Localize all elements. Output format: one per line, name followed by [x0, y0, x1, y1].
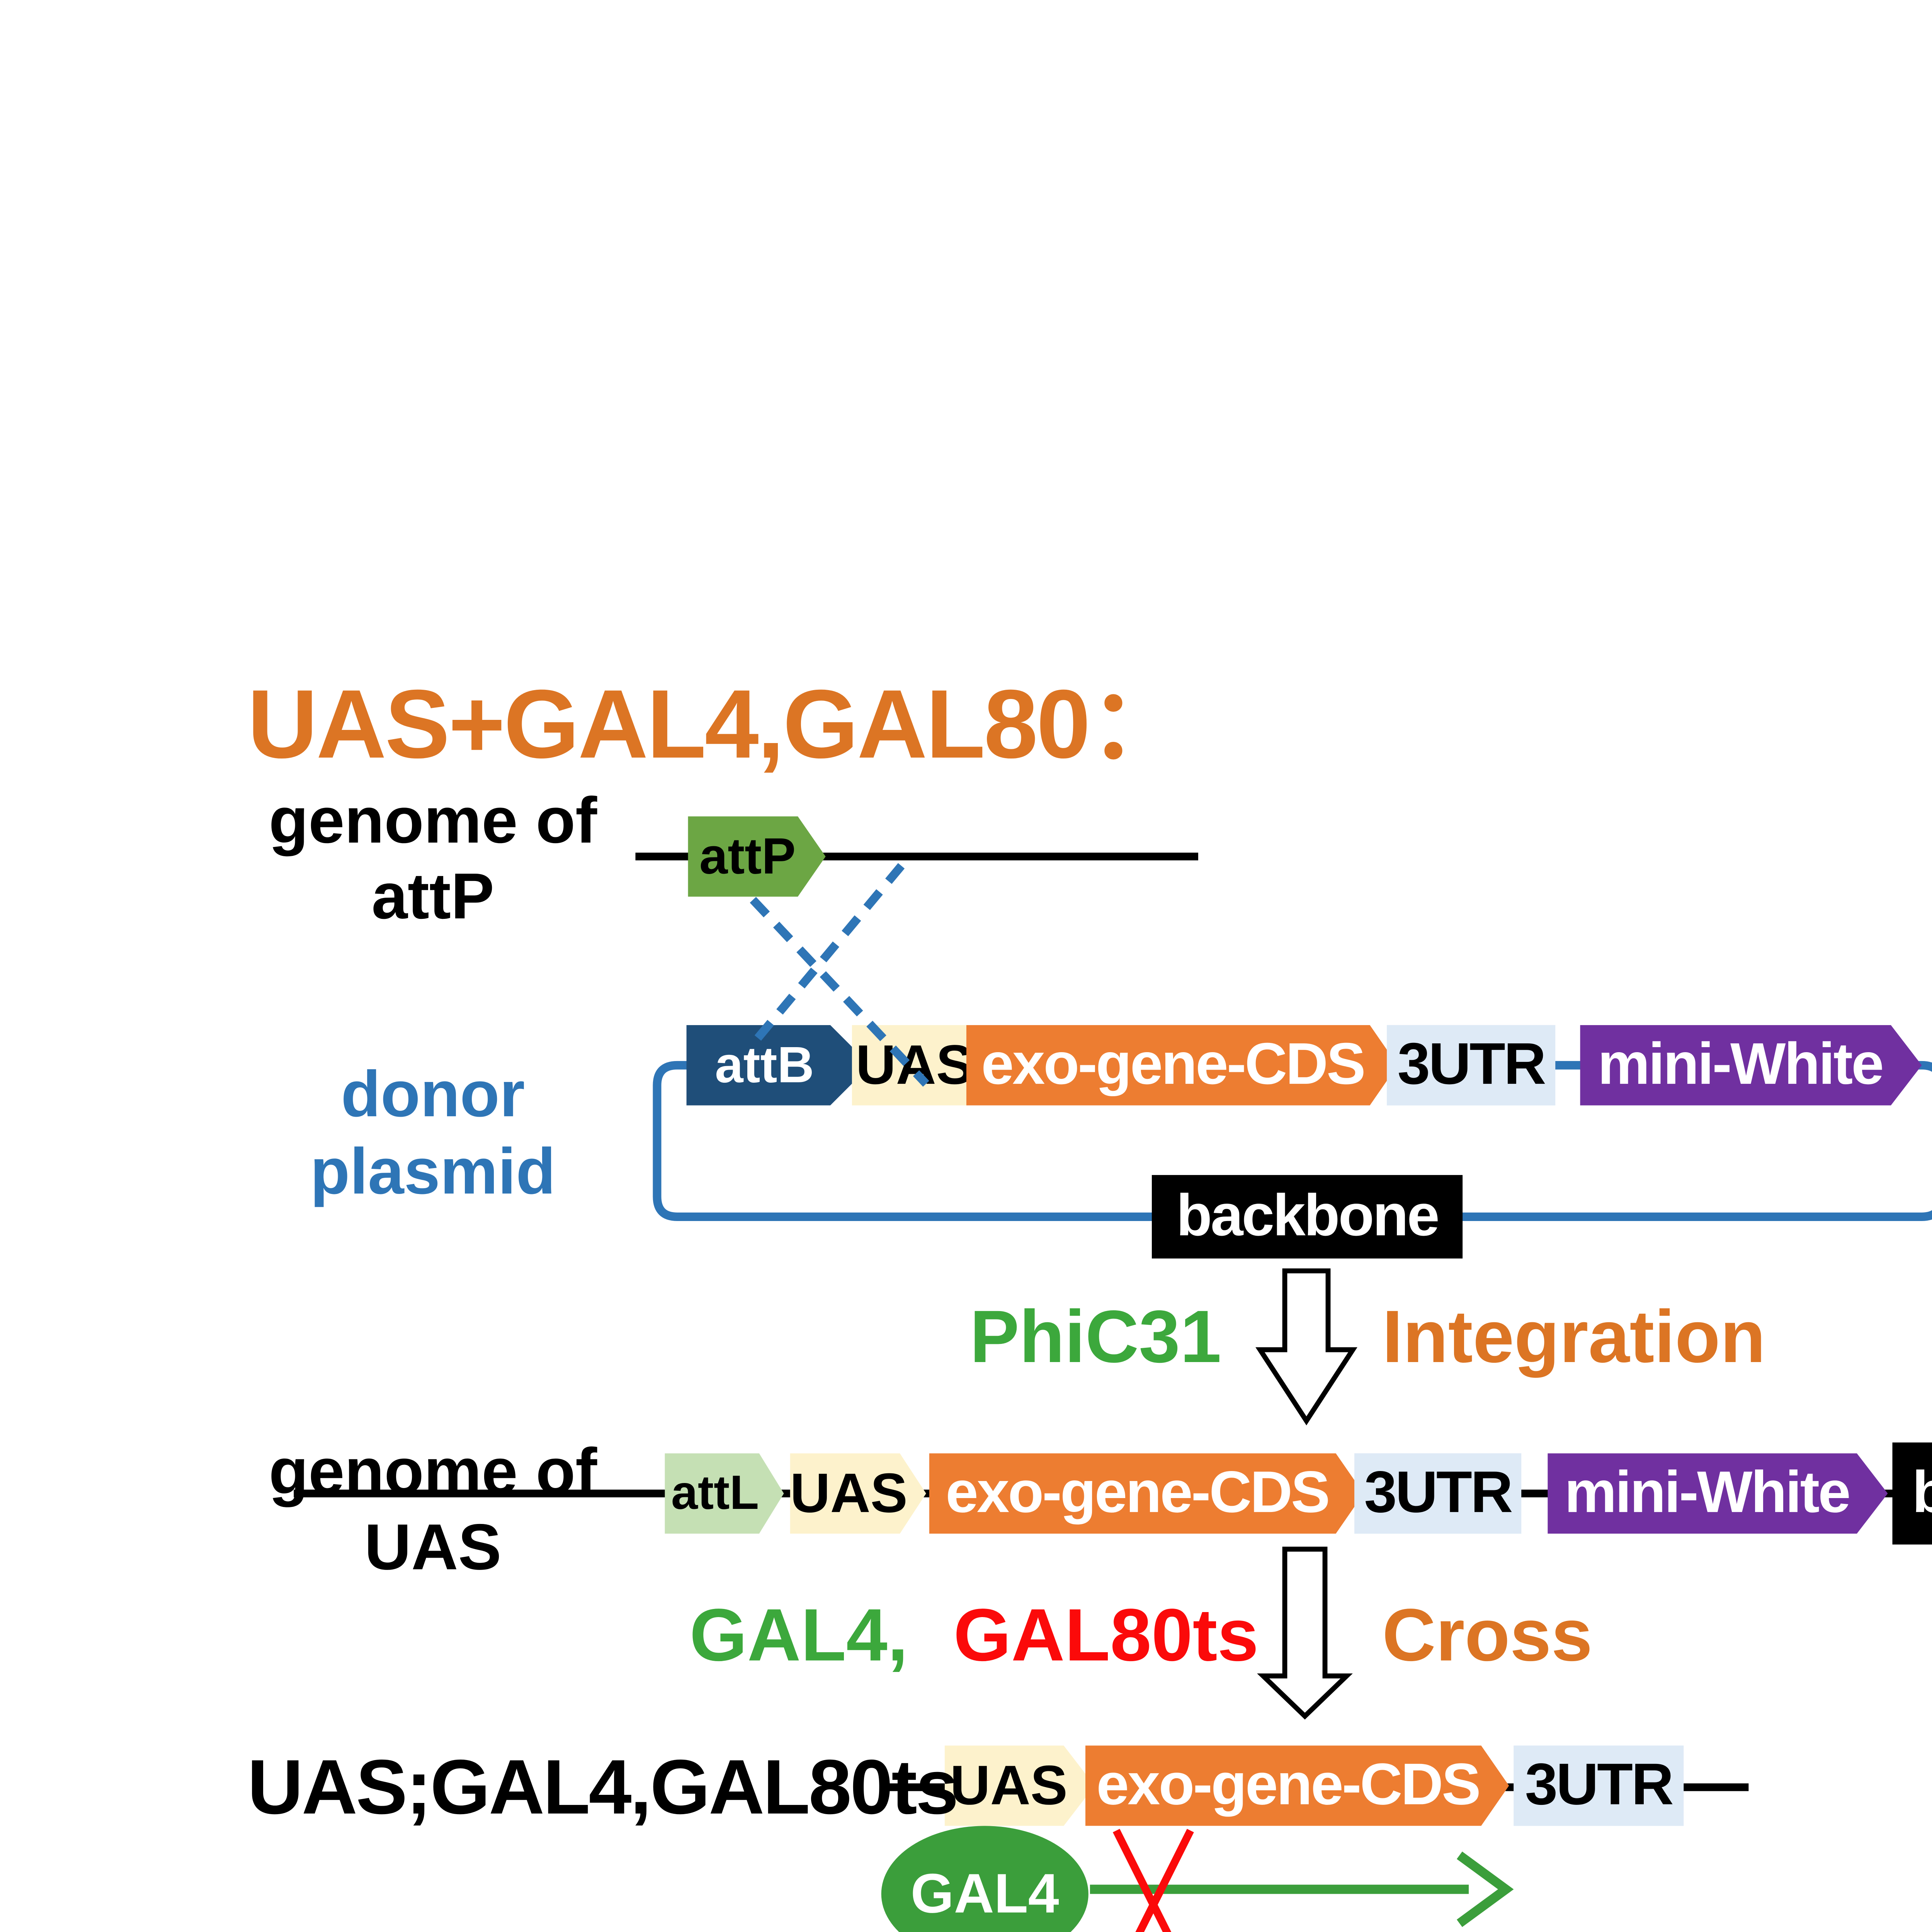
result-exo-gene-cds-box: exo-gene-CDS	[1085, 1745, 1509, 1826]
result-uas-box: UAS	[945, 1745, 1095, 1826]
attb-site-box: attB	[687, 1025, 871, 1105]
donor-exo-gene-cds-box: exo-gene-CDS	[966, 1025, 1398, 1105]
genome-uas-label-line1: genome of	[269, 1435, 597, 1508]
attp-site-box: attP	[688, 816, 826, 897]
result-genotype-label: UAS;GAL4,GAL80ts	[247, 1744, 959, 1831]
donor-backbone-box: backbone	[1151, 1175, 1463, 1259]
genome-uas-label-line2: UAS	[364, 1510, 502, 1583]
genome-uas-uas-box: UAS	[790, 1453, 926, 1534]
genome-uas-mini-white-box: mini-White	[1548, 1453, 1888, 1534]
gal4-protein-ellipse: GAL4	[881, 1826, 1088, 1932]
cross-label: Cross	[1382, 1595, 1593, 1678]
donor-plasmid-label-line1: donor	[341, 1057, 525, 1130]
genome-uas-backbone-box: backbone	[1892, 1442, 1932, 1545]
genome-attp-label-line1: genome of	[269, 784, 597, 857]
genome-uas-exo-gene-cds-box: exo-gene-CDS	[929, 1453, 1364, 1534]
transcription-arrow-head	[1457, 1851, 1514, 1927]
donor-plasmid-label-line2: plasmid	[310, 1134, 556, 1208]
cross-down-arrow	[1257, 1546, 1353, 1720]
phic31-label: PhiC31	[969, 1297, 1221, 1379]
inhibition-x-icon	[1112, 1828, 1194, 1932]
result-3utr-box: 3UTR	[1514, 1745, 1684, 1826]
gal80ts-genotype-text: GAL80ts	[953, 1595, 1259, 1678]
donor-3utr-box: 3UTR	[1387, 1025, 1556, 1105]
genome-uas-label: genome of UAS	[232, 1433, 634, 1585]
diagram-title: UAS+GAL4,GAL80：	[247, 671, 1186, 779]
donor-plasmid-label: donor plasmid	[232, 1056, 634, 1211]
integration-down-arrow	[1255, 1268, 1357, 1425]
attl-site-box: attL	[665, 1453, 784, 1534]
integration-label: Integration	[1382, 1297, 1766, 1379]
cross-genotype-label: GAL4, GAL80ts	[690, 1594, 1259, 1679]
genome-uas-3utr-box: 3UTR	[1354, 1453, 1522, 1534]
donor-mini-white-box: mini-White	[1580, 1025, 1922, 1105]
genome-attp-label-line2: attP	[371, 859, 495, 932]
gal4-genotype-text: GAL4,	[689, 1595, 908, 1678]
genome-attp-label: genome of attP	[232, 782, 634, 934]
